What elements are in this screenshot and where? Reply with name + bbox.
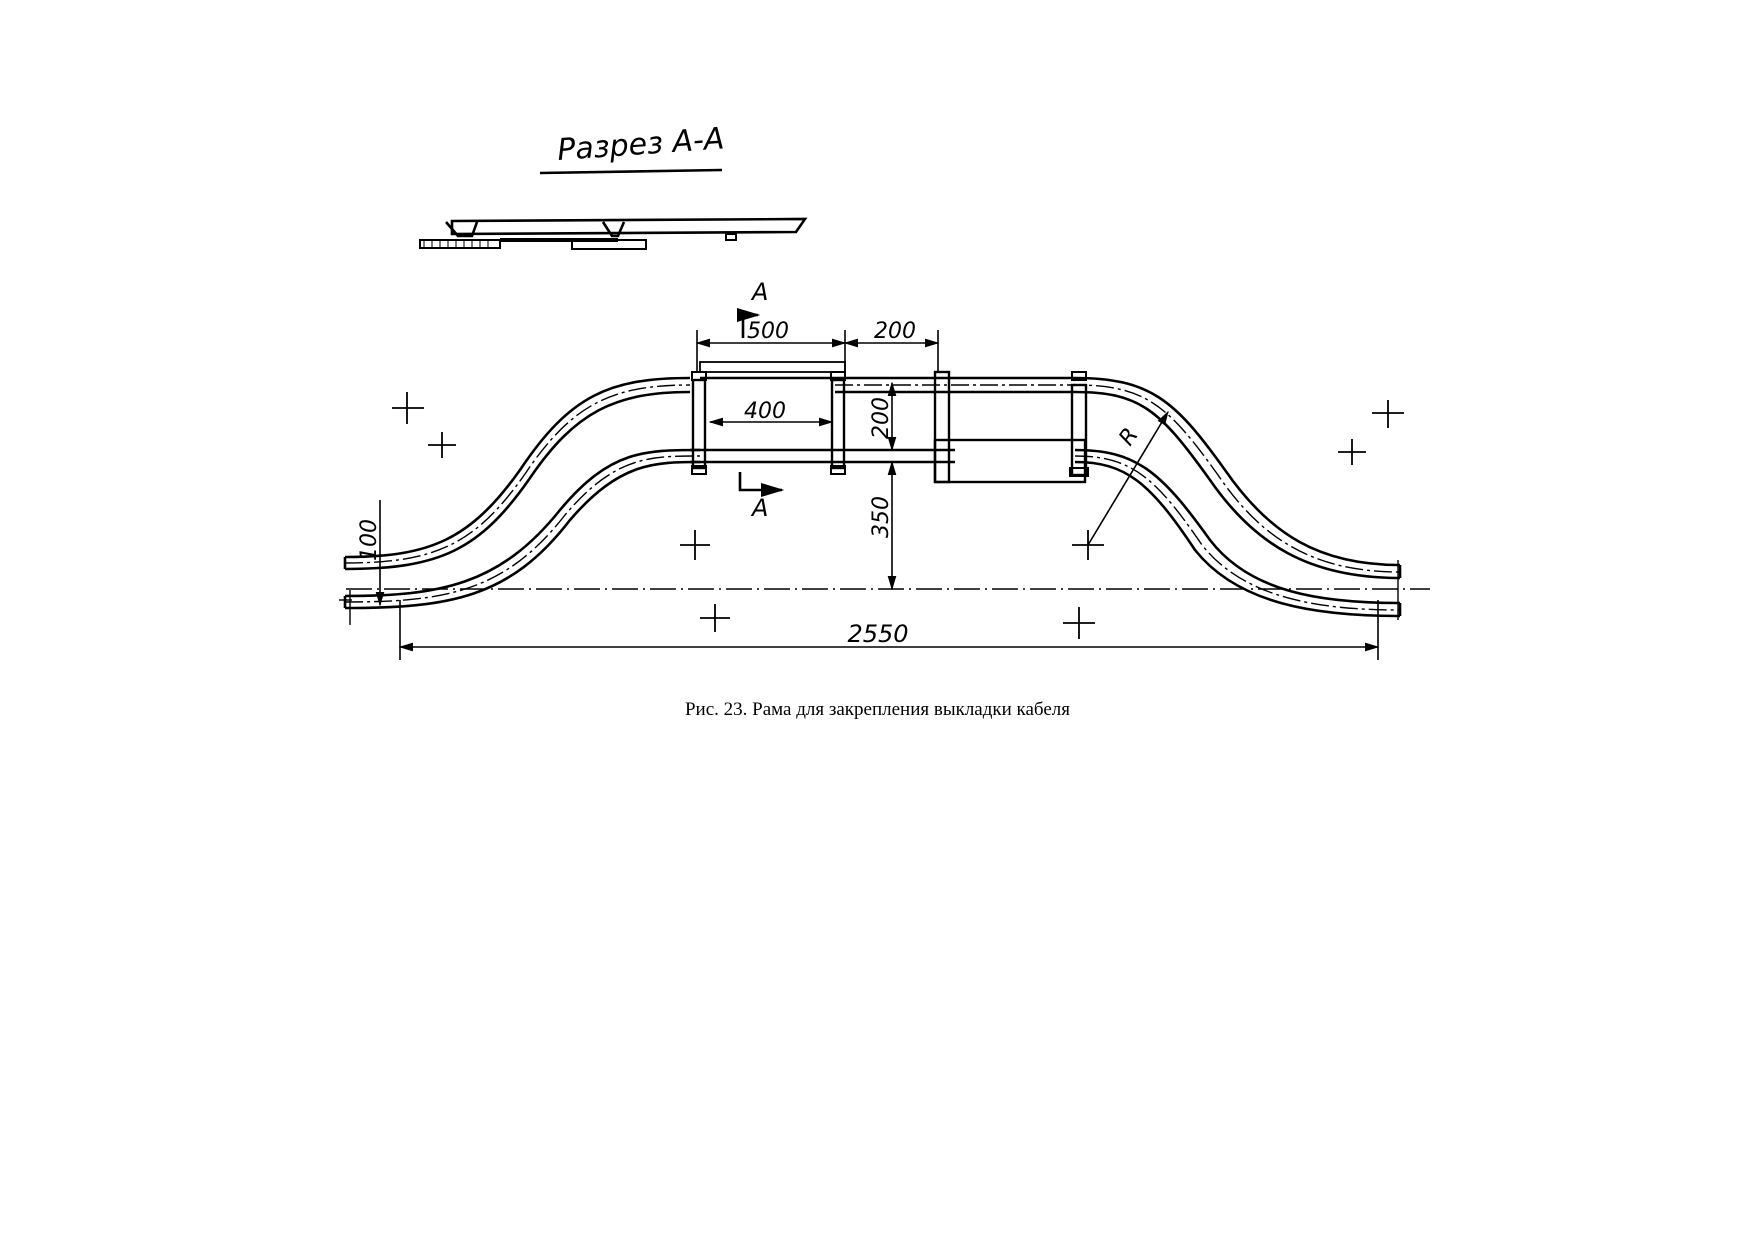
dim-350: 350 xyxy=(869,496,894,538)
dim-radius: R xyxy=(1114,424,1143,451)
section-mark-bottom: А xyxy=(750,494,768,522)
figure-caption: Рис. 23. Рама для закрепления выкладки к… xyxy=(684,699,1071,720)
mounting-marks xyxy=(392,392,1404,639)
dim-200-top: 200 xyxy=(874,319,916,344)
dim-2550: 2550 xyxy=(847,620,908,648)
section-mark-top: А xyxy=(750,278,768,306)
dim-200-vert: 200 xyxy=(869,397,894,439)
dim-100: 100 xyxy=(357,519,382,561)
section-title: Разрез А-А xyxy=(556,121,725,168)
dimensions: 500 200 400 200 350 100 2550 R xyxy=(357,319,1380,660)
section-view-a-a: Разрез А-А xyxy=(419,121,808,250)
section-sketch xyxy=(419,217,808,250)
dim-500: 500 xyxy=(747,319,789,344)
frame-plan-view: А А 500 200 400 200 350 100 xyxy=(339,278,1430,660)
section-cut-marks: А А xyxy=(736,278,785,522)
dim-400: 400 xyxy=(744,399,786,424)
